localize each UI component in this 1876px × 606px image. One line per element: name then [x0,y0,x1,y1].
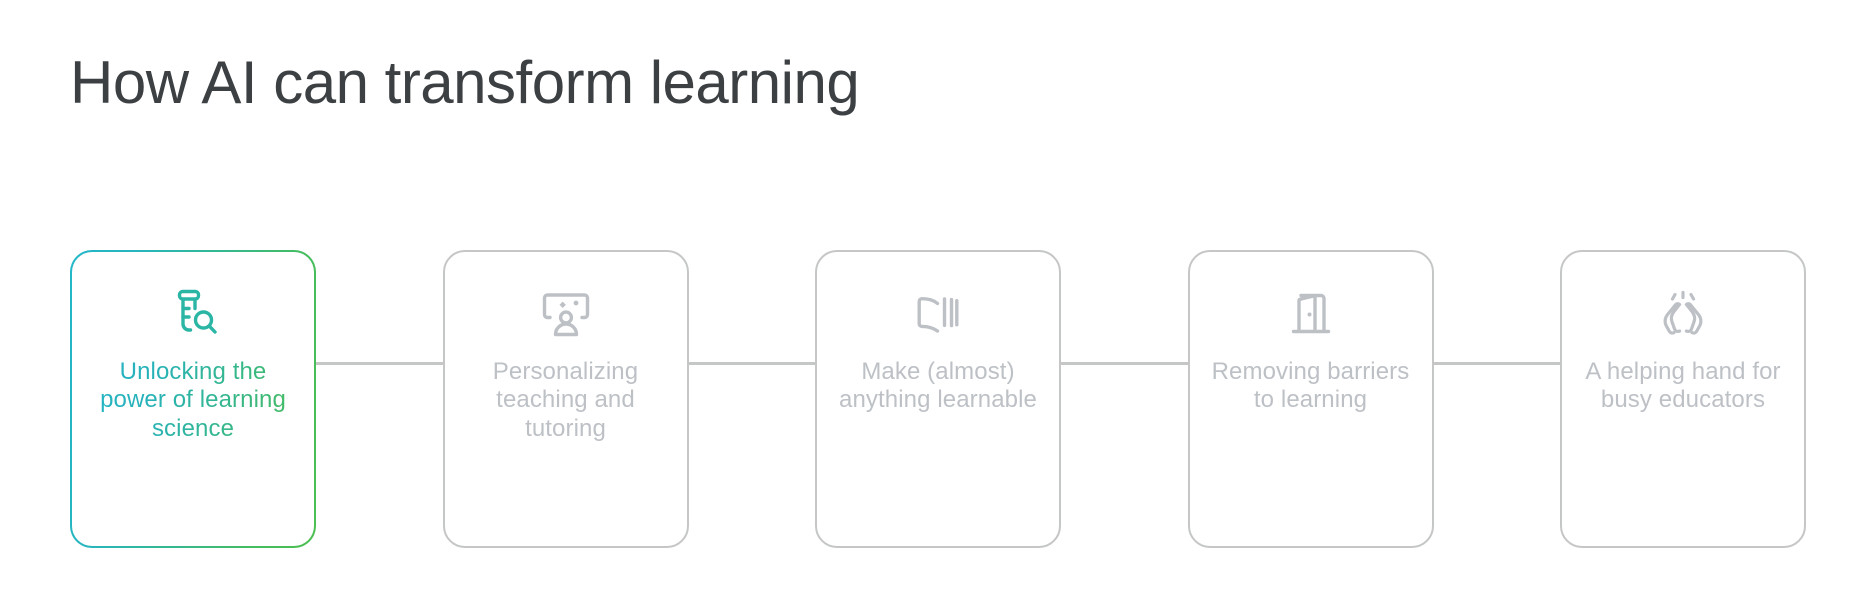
open-book-icon [910,286,966,342]
connector-line-3 [1061,250,1188,548]
connector-line-4 [1433,250,1561,548]
step-card-label: Personalizing teaching and tutoring [492,358,639,442]
high-five-hands-icon [1655,286,1711,342]
step-card-label: Unlocking the power of learning science [93,358,293,443]
step-card-removing-barriers[interactable]: Removing barriers to learning [1187,250,1434,548]
step-card-label: Removing barriers to learning [1211,358,1410,414]
connector-line-2 [688,250,816,548]
step-card-helping-hand[interactable]: A helping hand for busy educators [1560,250,1806,548]
step-card-label: Make (almost) anything learnable [839,358,1037,414]
step-card-anything-learnable[interactable]: Make (almost) anything learnable [815,250,1061,548]
connector-line-1 [316,250,443,548]
presentation-screen-person-icon [538,286,594,342]
lab-vial-search-icon [165,286,221,342]
page-title: How AI can transform learning [70,49,860,116]
open-door-icon [1283,286,1339,342]
step-card-personalizing[interactable]: Personalizing teaching and tutoring [442,250,689,548]
step-card-learning-science[interactable]: Unlocking the power of learning science [70,250,316,548]
step-card-label: A helping hand for busy educators [1585,358,1781,414]
step-card-strip: Unlocking the power of learning science … [70,250,1806,548]
